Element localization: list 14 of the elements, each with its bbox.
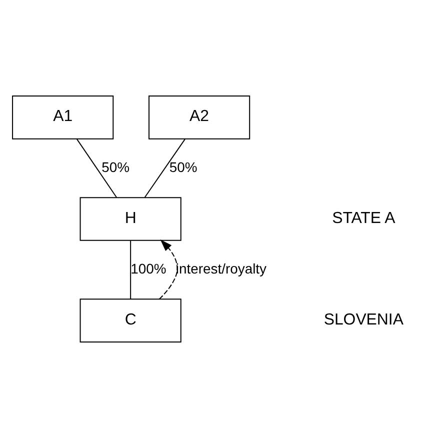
label: STATE A xyxy=(332,210,396,227)
connector xyxy=(130,240,132,300)
edge-label: 50% xyxy=(169,158,198,175)
label: SLOVENIA xyxy=(324,311,404,328)
connector xyxy=(144,138,186,198)
connector xyxy=(76,138,118,198)
edge-label: interest/royalty xyxy=(176,260,267,276)
edge-label: 100% xyxy=(130,260,166,276)
node-box: H xyxy=(80,197,182,241)
node-box: A2 xyxy=(148,95,250,140)
arrow xyxy=(158,240,178,300)
edge-label: 50% xyxy=(102,158,130,175)
node-box: A1 xyxy=(12,95,114,140)
node-box: C xyxy=(80,298,182,343)
